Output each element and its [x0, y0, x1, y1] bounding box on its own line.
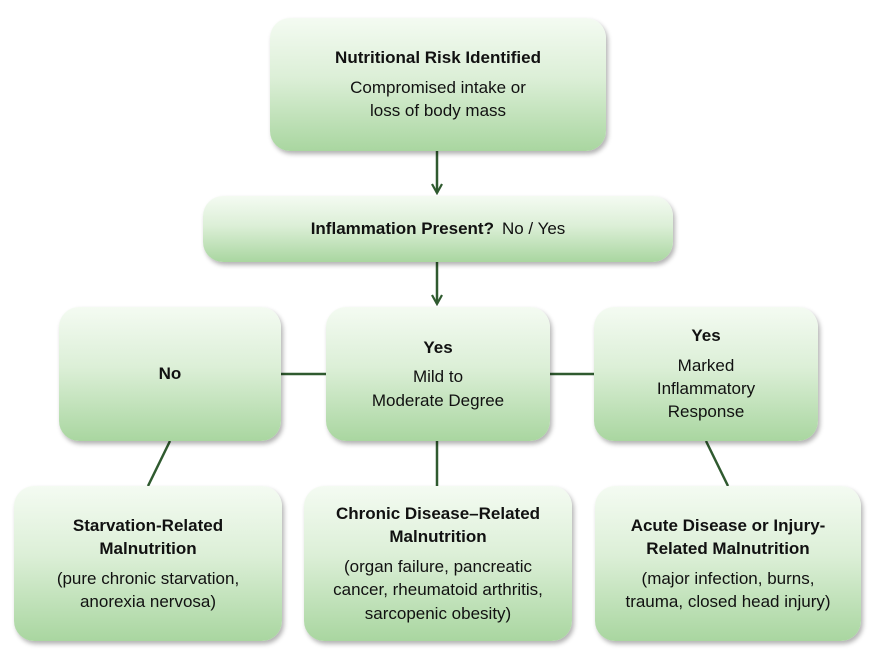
- chronic-example-line: (organ failure, pancreatic: [343, 556, 533, 576]
- marked-inflammation-line: Inflammatory: [656, 379, 756, 398]
- marked-inflammation-line: Response: [667, 402, 745, 422]
- marked-inflammation-description: Marked Inflammatory Response: [657, 354, 755, 424]
- chronic-disease-malnutrition-title: Chronic Disease–Related Malnutrition: [336, 502, 540, 549]
- nutritional-risk-title: Nutritional Risk Identified: [335, 48, 541, 68]
- nutritional-risk-line: Compromised intake or: [350, 77, 526, 97]
- chronic-example-line: cancer, rheumatoid arthritis,: [333, 580, 543, 600]
- mild-inflammation-box: Yes Mild to Moderate Degree: [326, 307, 550, 441]
- starvation-title-line: Starvation-Related: [72, 515, 224, 535]
- chronic-disease-malnutrition-examples: (organ failure, pancreatic cancer, rheum…: [333, 555, 543, 625]
- chronic-example-line: sarcopenic obesity): [364, 603, 512, 623]
- chronic-title-line: Malnutrition: [389, 527, 487, 547]
- acute-title-line: Related Malnutrition: [646, 539, 810, 559]
- starvation-example-line: (pure chronic starvation,: [56, 568, 240, 588]
- starvation-example-line: anorexia nervosa): [79, 591, 217, 611]
- mild-inflammation-line: Moderate Degree: [371, 390, 505, 410]
- inflammation-options: No / Yes: [501, 219, 566, 239]
- no-inflammation-title: No: [158, 364, 182, 384]
- acute-title-line: Acute Disease or Injury-: [630, 515, 826, 535]
- marked-inflammation-box: Yes Marked Inflammatory Response: [594, 307, 818, 441]
- chronic-disease-malnutrition-box: Chronic Disease–Related Malnutrition (or…: [304, 486, 572, 641]
- chronic-title-line: Chronic Disease–Related: [335, 504, 541, 523]
- acute-disease-malnutrition-box: Acute Disease or Injury- Related Malnutr…: [595, 486, 861, 641]
- nutritional-risk-description: Compromised intake or loss of body mass: [350, 76, 526, 123]
- no-inflammation-box: No: [59, 307, 281, 441]
- marked-inflammation-line: Marked: [677, 355, 735, 375]
- inflammation-present-box: Inflammation Present? No / Yes: [203, 196, 673, 262]
- connector-marked-to-acute: [704, 440, 730, 487]
- starvation-related-malnutrition-title: Starvation-Related Malnutrition: [73, 514, 223, 561]
- mild-inflammation-line: Mild to: [412, 367, 464, 387]
- acute-example-line: trauma, closed head injury): [625, 591, 831, 611]
- acute-example-line: (major infection, burns,: [641, 568, 815, 588]
- marked-inflammation-title: Yes: [691, 326, 721, 346]
- mild-inflammation-title: Yes: [423, 337, 453, 357]
- starvation-related-malnutrition-examples: (pure chronic starvation, anorexia nervo…: [57, 567, 239, 614]
- nutritional-risk-line: loss of body mass: [369, 101, 507, 121]
- inflammation-question: Inflammation Present?: [310, 219, 494, 239]
- nutritional-risk-box: Nutritional Risk Identified Compromised …: [270, 18, 606, 151]
- starvation-related-malnutrition-box: Starvation-Related Malnutrition (pure ch…: [14, 486, 282, 641]
- acute-disease-malnutrition-examples: (major infection, burns, trauma, closed …: [625, 567, 830, 614]
- acute-disease-malnutrition-title: Acute Disease or Injury- Related Malnutr…: [631, 514, 826, 561]
- starvation-title-line: Malnutrition: [99, 539, 197, 559]
- mild-inflammation-description: Mild to Moderate Degree: [372, 365, 504, 412]
- connector-no-to-starvation: [146, 440, 172, 487]
